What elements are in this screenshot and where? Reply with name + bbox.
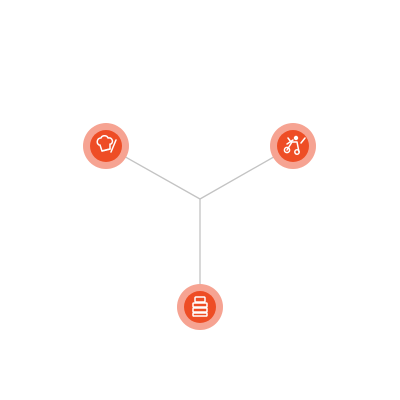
node-upper-right[interactable] [270,123,316,169]
connectors [105,145,294,307]
node-core [277,130,309,162]
chef-hat-icon [96,135,117,153]
node-bottom[interactable] [177,284,223,330]
food-delivery-scooter-icon [283,135,306,155]
node-core [90,130,122,162]
node-upper-left[interactable] [83,123,129,169]
stacked-lunchbox-icon [192,296,208,317]
